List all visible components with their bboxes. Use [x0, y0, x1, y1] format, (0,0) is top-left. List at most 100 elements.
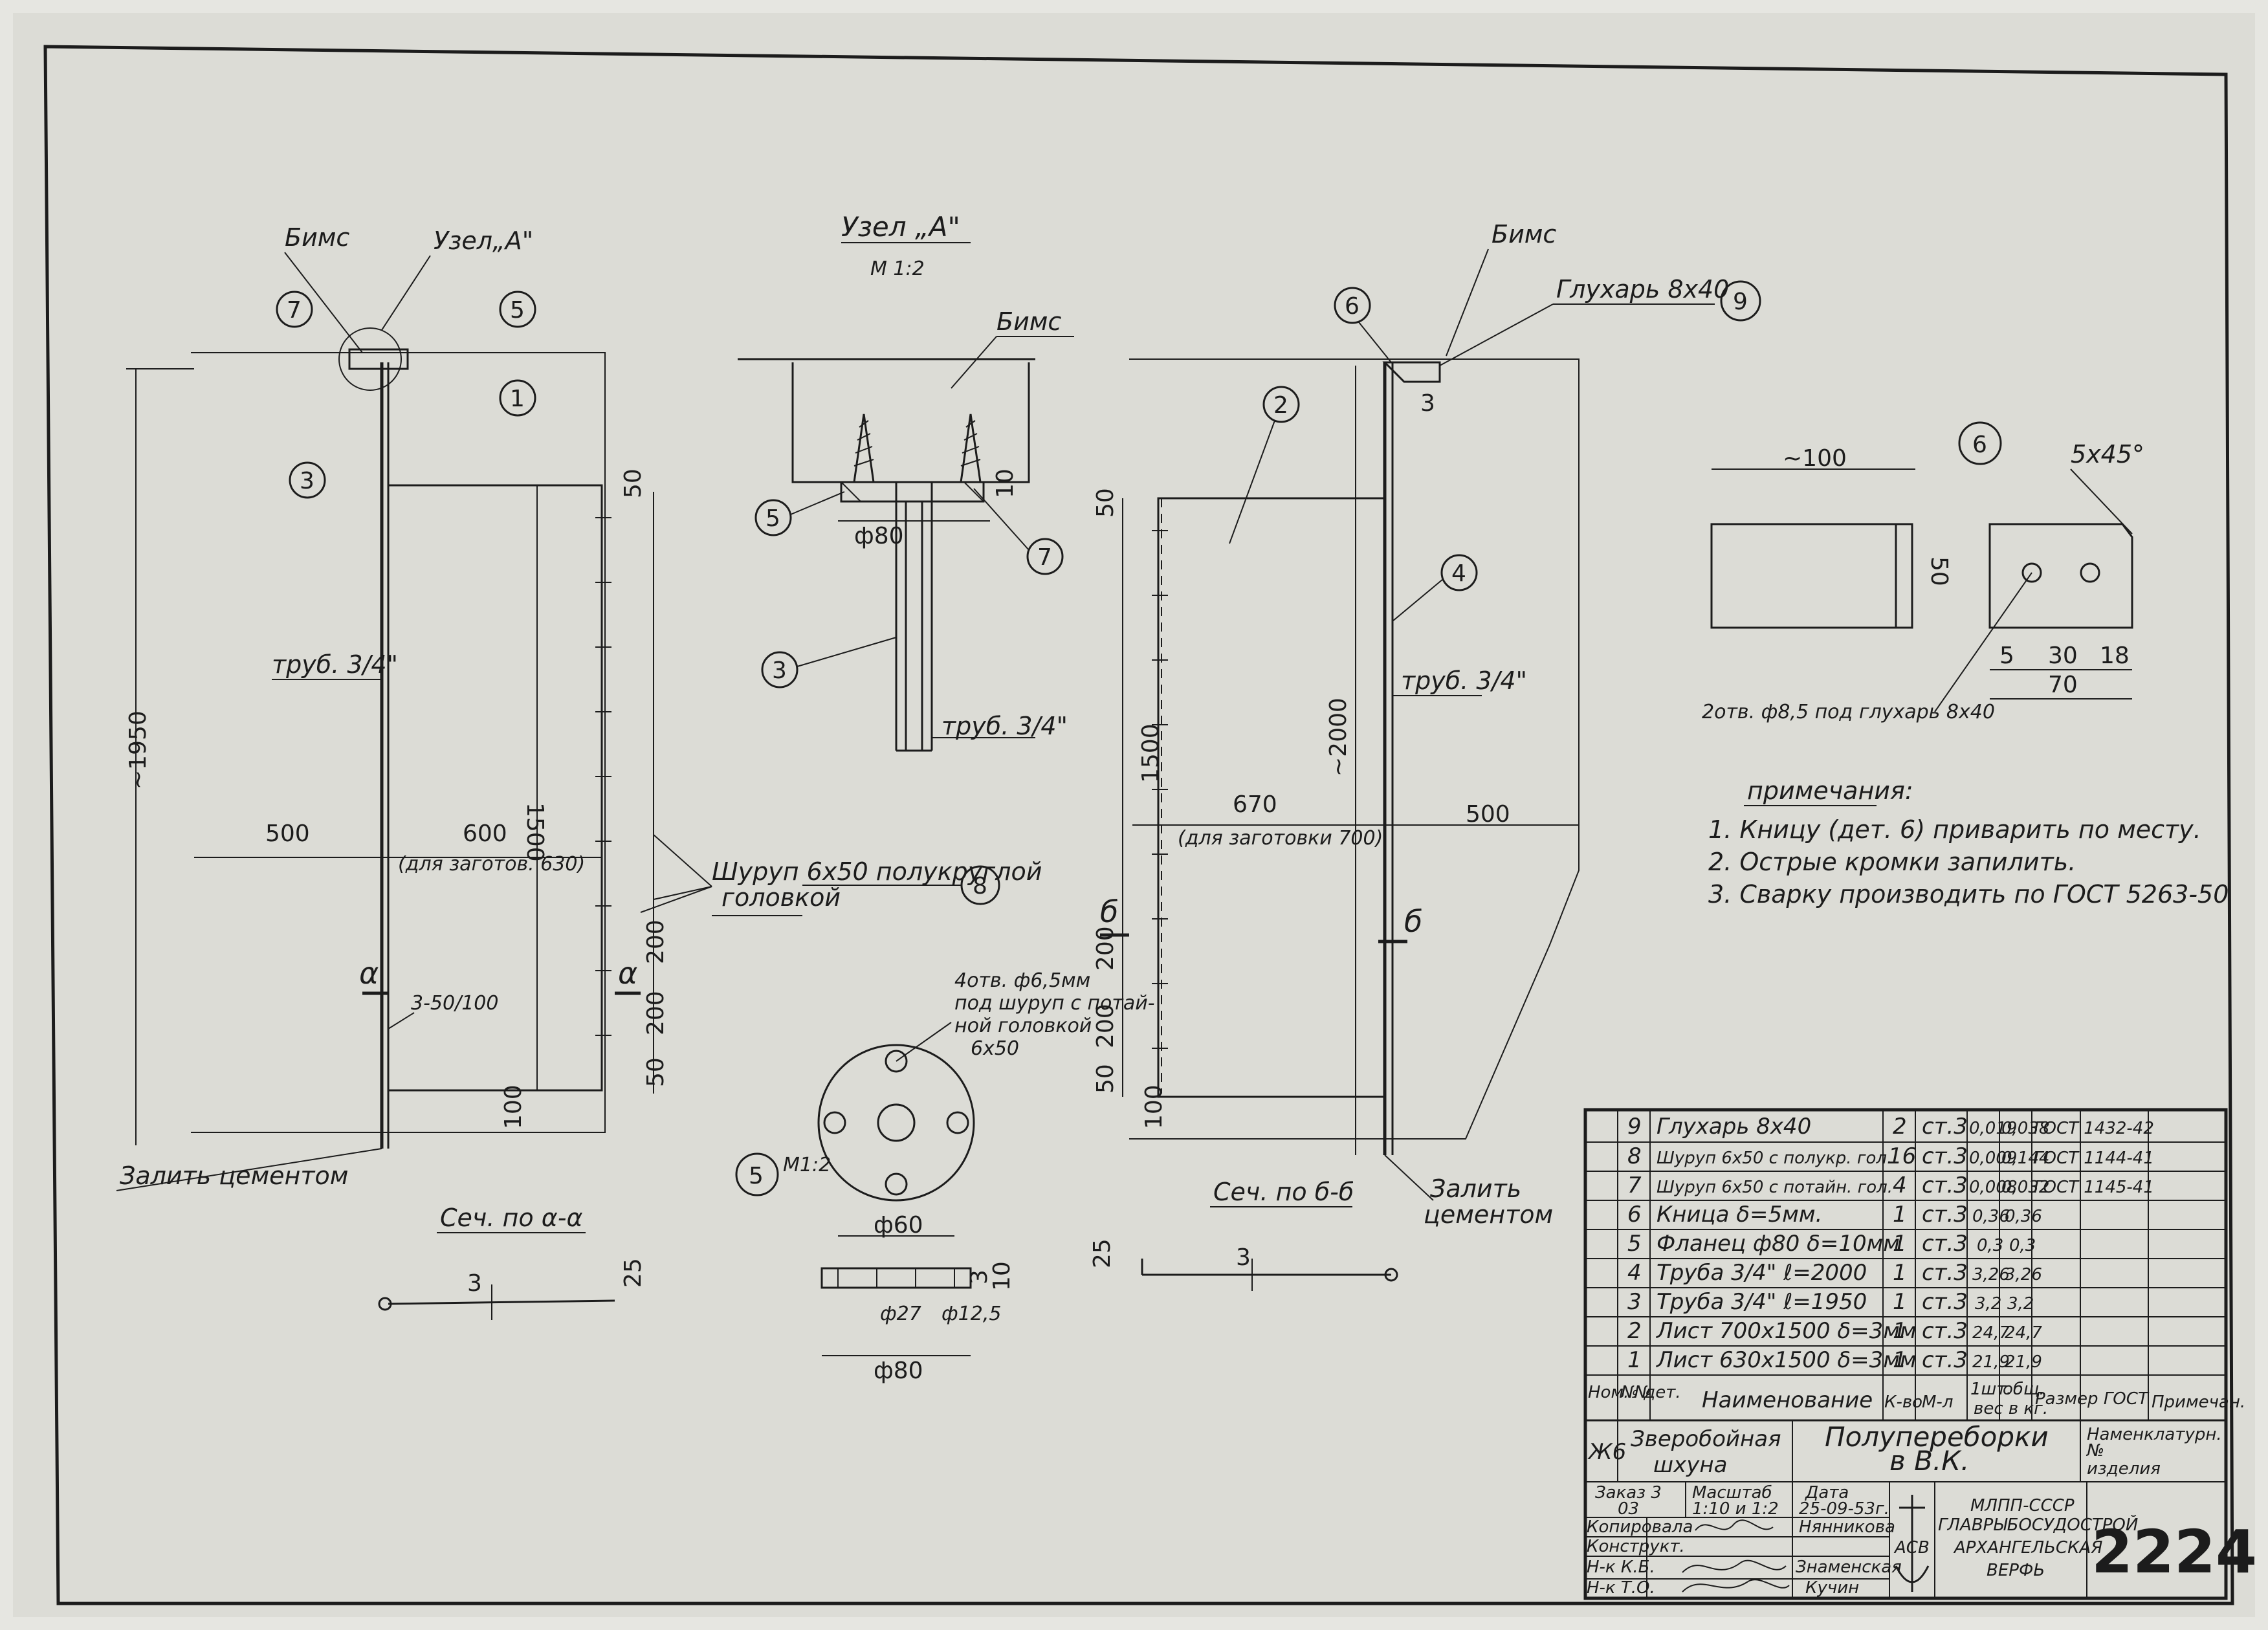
dim-200-right-b: 200: [1092, 1004, 1119, 1048]
row2-mat: ст.3: [1922, 1318, 1968, 1344]
hdr-note: Примечан.: [2152, 1393, 2245, 1412]
label-zalit: Залить: [1430, 1174, 1521, 1203]
row8-qty: 16: [1888, 1143, 1916, 1169]
row6-mat: ст.3: [1922, 1202, 1968, 1228]
row6-w2: 0,36: [2005, 1207, 2042, 1226]
table-row: 2 Лист 700х1500 δ=3мм 1 ст.3 24,7 24,7: [1627, 1318, 2042, 1344]
row4-name: Труба 3/4" ℓ=2000: [1657, 1260, 1867, 1286]
label-pipe-right: труб. 3/4": [1401, 666, 1527, 695]
row1-w1: 21,9: [1972, 1352, 2010, 1372]
dim-d27: ф27: [880, 1303, 921, 1325]
label-cement-left: Залить цементом: [120, 1162, 348, 1190]
dim-d60: ф60: [874, 1212, 923, 1239]
blank-700-note: (для заготовки 700): [1178, 827, 1383, 850]
notes-block: примечания: 1. Кницу (дет. 6) приварить …: [1708, 776, 2229, 909]
tb-nomen-3: изделия: [2087, 1459, 2161, 1479]
table-row: 8 Шуруп 6х50 с полукр. гол. 16 ст.3 0,00…: [1627, 1143, 2154, 1169]
dim-50-knee: 50: [1926, 556, 1952, 586]
dim-3-knee: 3: [1420, 390, 1435, 417]
row3-w2: 3,2: [2007, 1294, 2034, 1314]
tb-scale-lbl: Масштаб: [1692, 1483, 1772, 1503]
blank-630-note: (для заготов. 630): [398, 853, 585, 876]
row5-w1: 0,3: [1977, 1236, 2003, 1255]
anchor-logo-icon: АСВ: [1893, 1495, 1930, 1592]
callout-8: 8: [973, 873, 987, 899]
holes-note-2: под шуруп с потай-: [954, 992, 1155, 1015]
dim-50-bot: 50: [643, 1057, 669, 1087]
tb-order-lbl: Заказ 3: [1595, 1483, 1662, 1503]
tb-date-lbl: Дата: [1805, 1483, 1849, 1503]
row8-gost: ГОСТ 1144-41: [2034, 1149, 2154, 1168]
dim-d80-node: ф80: [854, 523, 904, 549]
tb-scale-val: 1:10 и 1:2: [1692, 1499, 1779, 1519]
tb-head-to: Н-к Т.О.: [1587, 1578, 1655, 1598]
row7-gost: ГОСТ 1145-41: [2034, 1178, 2154, 1197]
view-knee-6: 6 ~100 50 5х45° 2отв. ф8,5 под глухарь 8…: [1702, 421, 2144, 723]
table-row: 3 Труба 3/4" ℓ=1950 1 ст.3 3,2 3,2: [1627, 1289, 2034, 1315]
section-bb-title: Сеч. по б-б: [1213, 1178, 1354, 1206]
row2-qty: 1: [1893, 1318, 1907, 1344]
row9-no: 9: [1627, 1114, 1642, 1140]
dim-200-a: 200: [643, 920, 669, 964]
row2-w1: 24,7: [1972, 1323, 2010, 1343]
callout-5-flange: 5: [749, 1163, 764, 1189]
label-pipe-node: труб. 3/4": [941, 712, 1068, 740]
row3-mat: ст.3: [1922, 1289, 1968, 1315]
tb-nomen-1: Наменклатурн.: [2087, 1425, 2222, 1444]
paper-background: [13, 13, 2255, 1617]
dim-d80-flange: ф80: [874, 1358, 923, 1384]
callout-3-node: 3: [772, 657, 787, 684]
dim-5-knee: 5: [1999, 643, 2014, 669]
tb-vessel-1: Зверобойная: [1631, 1426, 1781, 1452]
tb-title-2: в В.К.: [1889, 1445, 1969, 1477]
tb-org-2: ГЛАВРЫБОСУДОСТРОЙ: [1938, 1514, 2138, 1535]
row6-no: 6: [1627, 1202, 1642, 1228]
dim-70-knee: 70: [2048, 672, 2078, 698]
callout-3-left: 3: [300, 468, 314, 494]
table-row: 7 Шуруп 6х50 с потайн. гол. 4 ст.3 0,008…: [1627, 1173, 2154, 1198]
signature-1: [1695, 1519, 1774, 1531]
node-a-scale: М 1:2: [870, 258, 925, 280]
tb-order-val: 03: [1618, 1499, 1639, 1519]
holes-note-3: ной головкой: [954, 1015, 1092, 1037]
row7-mat: ст.3: [1922, 1173, 1968, 1198]
dim-1500: 1500: [522, 802, 548, 862]
row2-name: Лист 700х1500 δ=3мм: [1655, 1318, 1917, 1344]
dim-1950: ~1950: [125, 710, 151, 789]
hdr-w: вес в кг.: [1974, 1399, 2048, 1418]
row5-w2: 0,3: [2009, 1236, 2036, 1255]
callout-5-node: 5: [765, 505, 780, 532]
row7-w1: 0,008: [1969, 1178, 2017, 1197]
tb-name-1: Нянникова: [1799, 1517, 1895, 1537]
notes-title: примечания:: [1747, 776, 1913, 805]
table-row: 1 Лист 630х1500 δ=3мм 1 ст.3 21,9 21,9: [1627, 1347, 2042, 1373]
table-row: 5 Фланец ф80 δ=10мм 1 ст.3 0,3 0,3: [1627, 1231, 2036, 1257]
tb-name-3: Кучин: [1805, 1578, 1859, 1598]
dim-500: 500: [265, 821, 310, 847]
hdr-w1: 1шт.: [1970, 1380, 2012, 1399]
row9-w2: 0,038: [2001, 1119, 2049, 1138]
dim-50-right-bot: 50: [1092, 1064, 1119, 1094]
callout-2: 2: [1273, 392, 1288, 419]
row7-qty: 4: [1893, 1173, 1907, 1198]
row7-no: 7: [1627, 1173, 1642, 1198]
dim-3-aa: 3: [467, 1270, 482, 1297]
tb-vessel-2: шхуна: [1653, 1452, 1727, 1478]
row7-w2: 0,032: [2001, 1178, 2049, 1197]
hdr-nom: Ном. №: [1588, 1383, 1652, 1402]
dim-30-knee: 30: [2048, 643, 2078, 669]
row8-name: Шуруп 6х50 с полукр. гол.: [1657, 1149, 1892, 1168]
row7-name: Шуруп 6х50 с потайн. гол.: [1657, 1178, 1893, 1197]
sheet-number: 2224: [2091, 1517, 2257, 1587]
table-row: 6 Кница δ=5мм. 1 ст.3 0,36 0,36: [1627, 1202, 2042, 1228]
callout-6-detail: 6: [1972, 432, 1987, 458]
tb-head-kb: Н-к К.Б.: [1587, 1558, 1655, 1577]
row8-mat: ст.3: [1922, 1143, 1968, 1169]
dim-50-right-top: 50: [1092, 488, 1119, 518]
callout-7-left: 7: [287, 297, 302, 324]
dim-600: 600: [463, 821, 507, 847]
dim-50-top: 50: [620, 468, 646, 498]
tb-code: Ж6: [1587, 1439, 1626, 1465]
view-left-bulkhead: ~1950 1500 50 200 200 50 100 500 600 (дл…: [116, 223, 1042, 1320]
label-pipe-left: труб. 3/4": [272, 650, 398, 679]
